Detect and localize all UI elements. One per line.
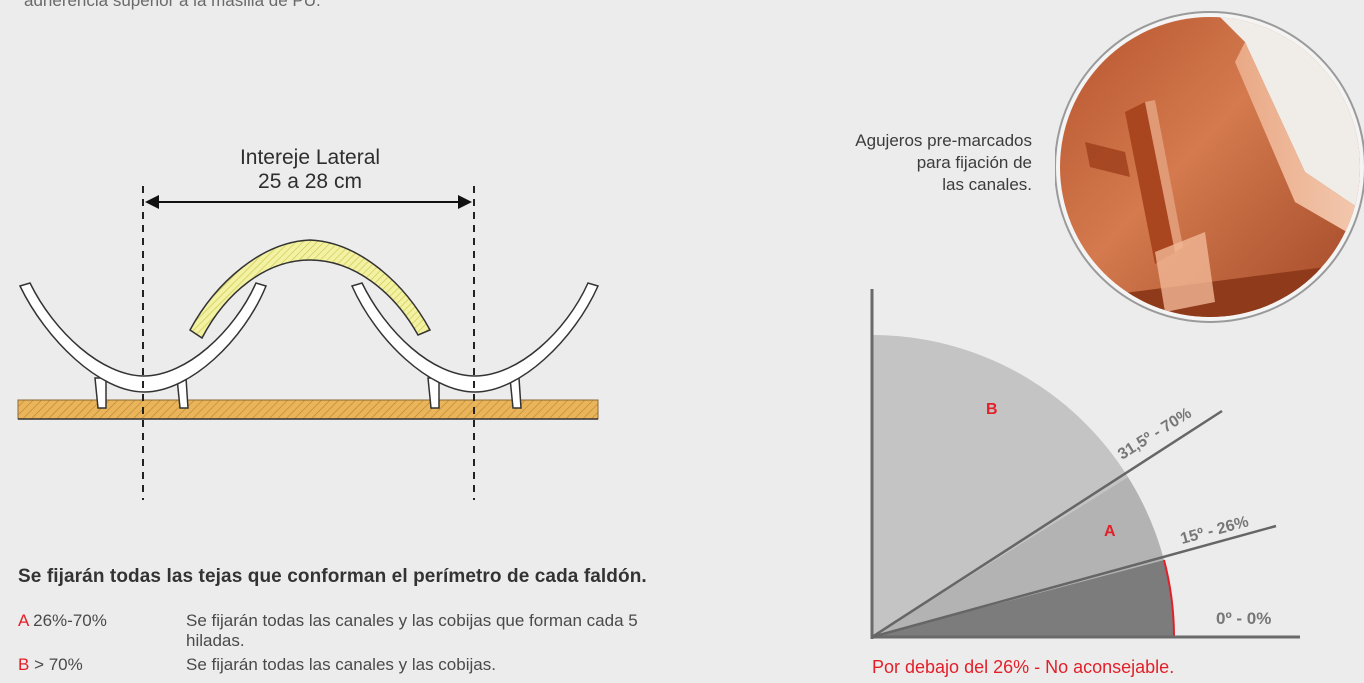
line-70pct xyxy=(871,409,1223,639)
below-min-area xyxy=(872,560,1174,637)
zone-a-area xyxy=(872,477,1164,637)
rule-range-b: B > 70% xyxy=(18,655,83,674)
warning-text: Por debajo del 26% - No aconsejable. xyxy=(872,657,1175,677)
baseline-label: 0º - 0% xyxy=(1216,609,1271,628)
holes-caption: Agujeros pre-marcados para fijación de l… xyxy=(855,131,1032,194)
spacing-label-line2: 25 a 28 cm xyxy=(258,170,362,193)
below-min-arc xyxy=(1163,559,1175,638)
zone-b-label: B xyxy=(986,401,998,418)
rule-zone-b: B xyxy=(18,655,30,674)
line-26pct xyxy=(871,524,1277,639)
tile-photo xyxy=(1055,11,1364,323)
rule-row-b: B > 70% Se fijarán todas las canales y l… xyxy=(18,655,496,675)
canal-tile-left xyxy=(18,282,268,409)
spacing-label: Intereje Lateral 25 a 28 cm xyxy=(150,146,470,194)
rule-row-a: A 26%-70% Se fijarán todas las canales y… xyxy=(18,611,638,650)
rule-desc-b: Se fijarán todas las canales y las cobij… xyxy=(186,655,496,674)
cover-tile xyxy=(189,239,432,340)
slope-chart: B A 31,5º - 70% 15º - 26% 0º - 0% xyxy=(870,289,1300,639)
zone-a-label: A xyxy=(1104,523,1116,540)
rule-zone-a: A xyxy=(18,611,29,630)
zone-b-area xyxy=(872,335,1128,637)
intro-text: adherencia superior a la masilla de PU. xyxy=(24,0,321,10)
canal-tile-right xyxy=(350,282,600,409)
rule-range-a: A 26%-70% xyxy=(18,611,107,630)
tile-spacing-diagram xyxy=(17,186,600,500)
rule-desc-a: Se fijarán todas las canales y las cobij… xyxy=(186,611,638,650)
spacing-label-line1: Intereje Lateral xyxy=(239,146,381,169)
fixing-heading: Se fijarán todas las tejas que conforman… xyxy=(18,566,647,587)
